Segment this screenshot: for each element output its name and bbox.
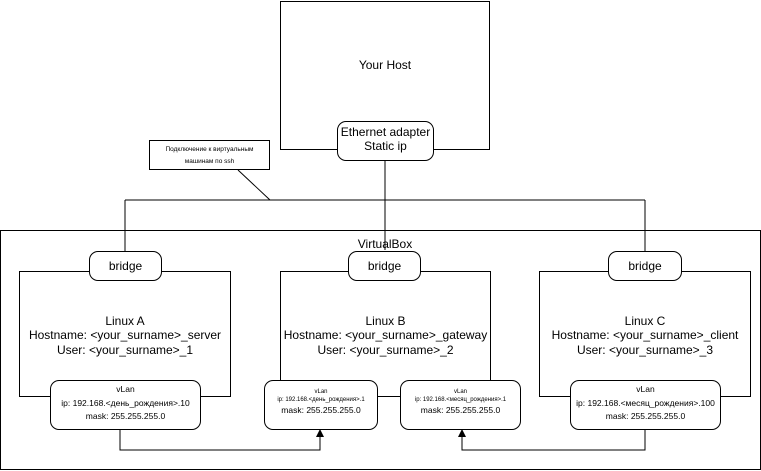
linux-b-hostname: Hostname: <your_surname>_gateway (283, 328, 488, 343)
linux-c-name: Linux C (624, 314, 666, 328)
virtualbox-label: VirtualBox (357, 237, 413, 251)
linux-b-user: User: <your_surname>_2 (317, 342, 454, 357)
vlan-c-text: vLan ip: 192.168.<месяц_рождения>.100 ma… (570, 383, 721, 424)
adapter-line2: Static ip (364, 139, 407, 154)
linux-b-info: Linux B Hostname: <your_surname>_gateway… (280, 314, 491, 357)
vlan-c-ip: ip: 192.168.<месяц_рождения>.100 (576, 397, 715, 408)
vlan-b1-ip: ip: 192.168.<день_рождения>.1 (277, 396, 365, 403)
adapter-line1: Ethernet adapter (340, 125, 431, 139)
linux-a-info: Linux A Hostname: <your_surname>_server … (19, 314, 231, 357)
vlan-b2 (400, 380, 521, 430)
arrow-head-b1 (316, 429, 324, 437)
linux-c-user: User: <your_surname>_3 (576, 342, 714, 357)
vlan-c (570, 380, 721, 430)
vlan-b1 (264, 380, 378, 430)
ssh-note-box (149, 140, 270, 170)
vlan-b1-title: vLan (314, 389, 328, 395)
vlan-c-mask: mask: 255.255.255.0 (605, 411, 686, 422)
vlan-a-mask: mask: 255.255.255.0 (85, 411, 166, 422)
vlan-a-title: vLan (116, 384, 135, 394)
vlan-b2-text: vLan ip: 192.168.<месяц_рождения>.1 mask… (400, 389, 521, 416)
vlan-a-ip: ip: 192.168.<день_рождения>.10 (61, 397, 190, 408)
bridge-b (348, 251, 421, 281)
linux-a-user: User: <your_surname>_1 (56, 342, 194, 357)
bridge-b-label: bridge (367, 259, 402, 273)
arrow-head-b2 (458, 429, 466, 437)
linux-c-box (539, 271, 751, 397)
adapter-label: Ethernet adapter Static ip (337, 125, 434, 154)
linux-b-box (280, 271, 491, 397)
vlan-b1-mask: mask: 255.255.255.0 (281, 404, 361, 415)
bridge-c (608, 251, 682, 281)
ssh-note-line2: машинам по ssh (184, 158, 235, 166)
vlan-b2-mask: mask: 255.255.255.0 (420, 404, 501, 415)
vlan-b2-title: vLan (453, 389, 467, 395)
linux-b-name: Linux B (365, 314, 406, 328)
bridge-c-label: bridge (628, 259, 662, 273)
vlan-b2-ip: ip: 192.168.<месяц_рождения>.1 (414, 396, 507, 403)
vlan-c-title: vLan (636, 384, 655, 394)
ssh-note-text: Подключение к виртуальным машинам по ssh (149, 144, 270, 169)
bridge-a-label: bridge (108, 259, 143, 273)
ethernet-adapter-box (337, 121, 434, 161)
host-label: Your Host (358, 58, 412, 72)
linux-a-name: Linux A (105, 314, 145, 328)
vlan-b1-text: vLan ip: 192.168.<день_рождения>.1 mask:… (264, 389, 378, 416)
linux-c-info: Linux C Hostname: <your_surname>_client … (539, 314, 751, 357)
linux-c-hostname: Hostname: <your_surname>_client (551, 328, 739, 343)
linux-a-box (19, 271, 231, 397)
ssh-note-line1: Подключение к виртуальным (165, 146, 254, 153)
vlan-a (50, 380, 201, 430)
bridge-a (89, 251, 162, 281)
vlan-a-text: vLan ip: 192.168.<день_рождения>.10 mask… (50, 383, 201, 424)
linux-a-hostname: Hostname: <your_surname>_server (28, 328, 222, 343)
